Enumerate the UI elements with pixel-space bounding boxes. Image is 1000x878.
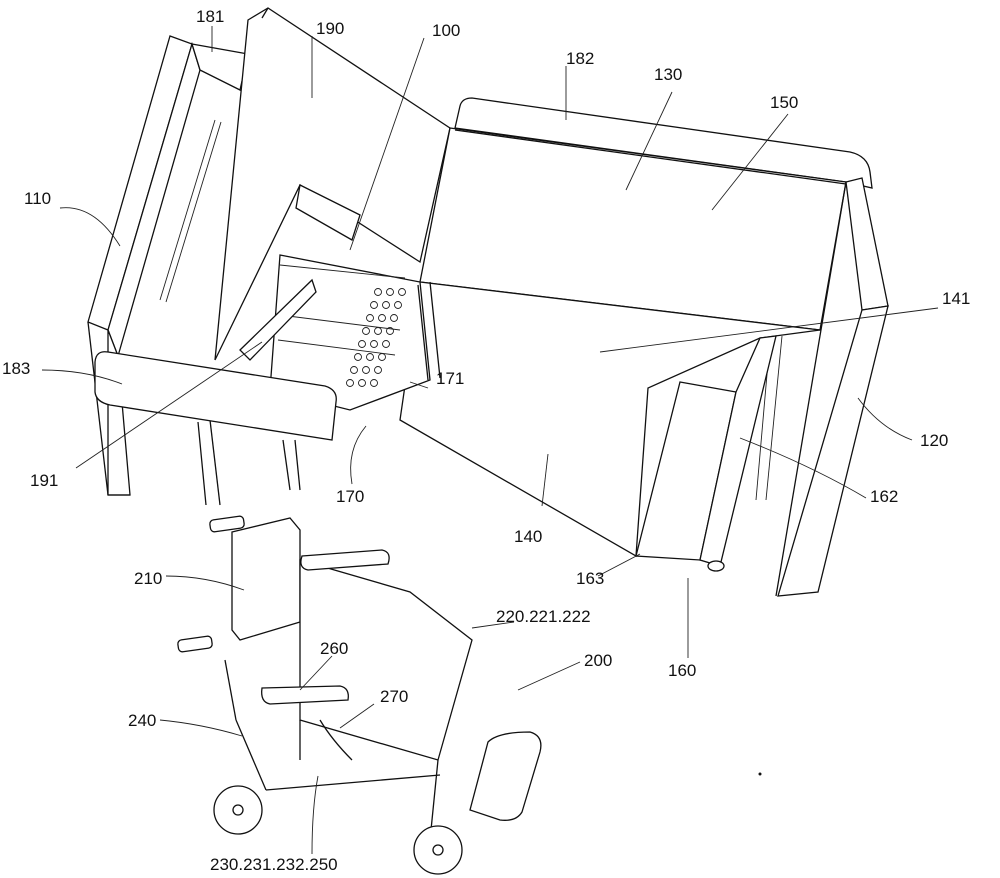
backrest-210: [232, 518, 300, 640]
label-163: 163: [576, 569, 604, 588]
label-200: 200: [584, 651, 612, 670]
label-220: 220.221.222: [496, 607, 591, 626]
label-150: 150: [770, 93, 798, 112]
label-171: 171: [436, 369, 464, 388]
label-230: 230.231.232.250: [210, 855, 338, 874]
label-141: 141: [942, 289, 970, 308]
label-140: 140: [514, 527, 542, 546]
armrest-260: [262, 686, 349, 704]
wheelchair-200: [177, 516, 541, 874]
label-183: 183: [2, 359, 30, 378]
label-210: 210: [134, 569, 162, 588]
bed-assembly: [88, 8, 888, 596]
footrest: [470, 732, 541, 820]
panel-110: [88, 36, 221, 495]
label-270: 270: [380, 687, 408, 706]
label-170: 170: [336, 487, 364, 506]
label-120: 120: [920, 431, 948, 450]
label-182: 182: [566, 49, 594, 68]
label-190: 190: [316, 19, 344, 38]
label-160: 160: [668, 661, 696, 680]
label-162: 162: [870, 487, 898, 506]
label-191: 191: [30, 471, 58, 490]
stray-dot: [759, 773, 762, 776]
label-240: 240: [128, 711, 156, 730]
mattress-141: [400, 282, 820, 556]
label-260: 260: [320, 639, 348, 658]
label-130: 130: [654, 65, 682, 84]
panel-181: [192, 44, 248, 90]
label-110: 110: [24, 189, 51, 208]
label-181: 181: [196, 7, 224, 26]
label-100: 100: [432, 21, 460, 40]
